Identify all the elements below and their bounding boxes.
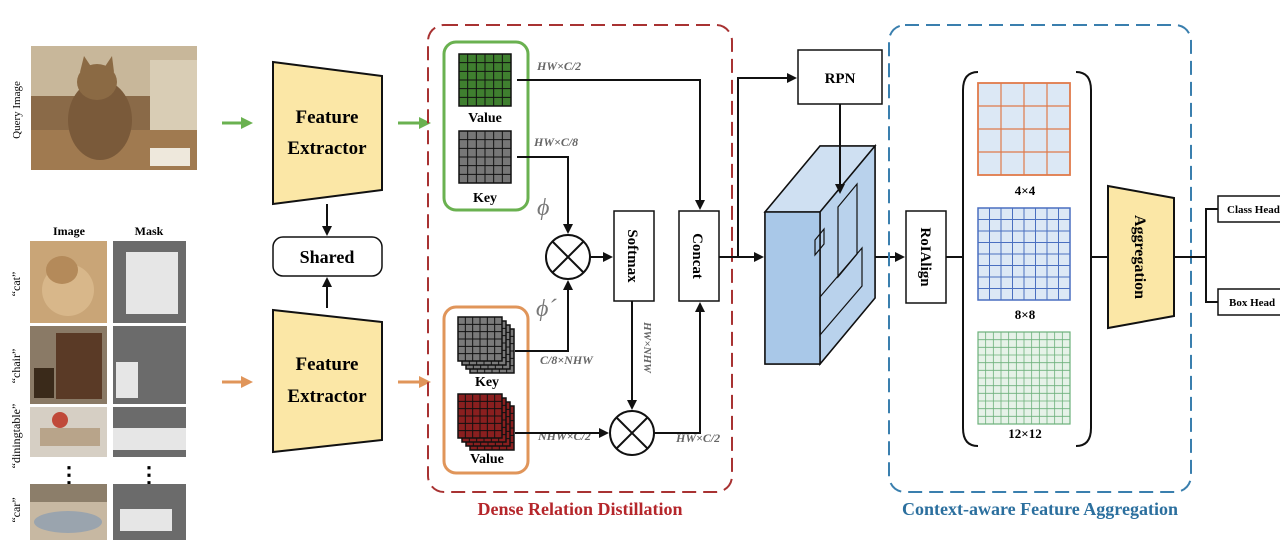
concat-label: Concat [689, 233, 705, 279]
roi-region-3 [814, 227, 825, 257]
multiply-node-bottom [609, 410, 655, 456]
grid-bracket-left [962, 71, 979, 447]
column-mask-header: Mask [135, 224, 164, 238]
support-label-car: “car” [9, 497, 23, 522]
dense-relation-distillation: Dense Relation Distillation Value Key Ke… [427, 24, 733, 519]
grid-12x12-label: 12×12 [1008, 426, 1041, 441]
concat-box: Concat [678, 210, 720, 302]
class-head-box: Class Head [1217, 195, 1280, 223]
support-mask-chair [113, 326, 186, 404]
support-kv-frame [442, 305, 530, 475]
cfa-frame [888, 24, 1192, 493]
softmax-label: Softmax [624, 229, 640, 283]
query-kv-frame [442, 40, 530, 212]
support-mask-car [113, 484, 186, 540]
support-image-diningtable [30, 407, 107, 457]
feature-extractor-bottom: Feature Extractor [272, 308, 383, 454]
ellipsis-mask-column: ⋮ [138, 462, 160, 487]
support-label-chair: “chair” [9, 349, 23, 384]
conn-key-s-to-mult [515, 280, 573, 352]
feature-extractor-top: Feature Extractor [272, 60, 383, 206]
phi-symbol: ϕ [537, 195, 549, 221]
support-value-grid [457, 393, 515, 451]
support-image-car [30, 484, 107, 540]
query-key-label: Key [473, 191, 497, 206]
support-label-diningtable: “diningtable” [9, 404, 23, 469]
conn-concat-to-rpn [719, 73, 797, 258]
ellipsis-image-column: ⋮ [58, 462, 80, 487]
multiply-node-top [545, 234, 591, 280]
support-mask-cat [113, 241, 186, 323]
conn-key-q-to-mult [517, 156, 573, 234]
shared-box: Shared [272, 236, 383, 277]
support-image-cat [30, 241, 107, 323]
conn-value-q-to-concat [517, 79, 705, 210]
dim-output: HW×C/2 [675, 431, 720, 445]
support-mask-diningtable [113, 407, 186, 457]
dim-softmax-out: HW×NHW [641, 321, 653, 374]
query-value-label: Value [468, 111, 502, 126]
support-key-grid [457, 316, 515, 374]
grid-bracket-right [1075, 71, 1092, 447]
context-aware-feature-aggregation: Context-aware Feature Aggregation RoIAli… [888, 24, 1192, 519]
query-value-grid [458, 53, 512, 107]
roialign-label: RoIAlign [917, 227, 933, 287]
support-value-label: Value [470, 452, 504, 467]
shared-label: Shared [300, 247, 355, 267]
query-image-label: Query Image [11, 81, 23, 139]
dim-value-support: NHW×C/2 [537, 429, 591, 443]
conn-to-heads [1205, 208, 1218, 303]
feature-extractor-bottom-line1: Feature [296, 354, 359, 375]
dim-key-query: HW×C/8 [533, 135, 578, 149]
query-image-cat [31, 46, 197, 170]
dim-value-query: HW×C/2 [536, 59, 581, 73]
support-set: Image Mask “cat” “chair” “diningtable” [9, 224, 186, 540]
pooling-grid-12x12 [977, 331, 1071, 425]
pooling-grid-8x8 [977, 207, 1071, 301]
drd-frame [427, 24, 733, 493]
drd-title: Dense Relation Distillation [478, 499, 683, 519]
rpn-label: RPN [825, 71, 856, 87]
softmax-box: Softmax [613, 210, 655, 302]
aggregation-block: Aggregation [1107, 184, 1175, 330]
roi-region-2 [819, 246, 863, 337]
phi-prime-symbol: ϕ´ [536, 296, 557, 322]
support-label-cat: “cat” [9, 272, 23, 297]
support-key-label: Key [475, 375, 499, 390]
pooling-grid-4x4 [977, 82, 1071, 176]
support-image-chair [30, 326, 107, 404]
dim-key-support: C/8×NHW [540, 353, 594, 367]
rpn-box: RPN [797, 49, 883, 105]
feature-extractor-top-line1: Feature [296, 107, 359, 128]
box-head-box: Box Head [1217, 288, 1280, 316]
roialign-box: RoIAlign [905, 210, 947, 304]
query-image-group: Query Image [11, 46, 197, 170]
class-head-label: Class Head [1227, 204, 1280, 216]
feature-extractor-bottom-line2: Extractor [287, 386, 367, 407]
feature-extractor-top-line2: Extractor [287, 138, 367, 159]
conn-mult-to-concat [654, 302, 705, 434]
column-image-header: Image [53, 224, 86, 238]
aggregation-label: Aggregation [1131, 215, 1148, 299]
grid-4x4-label: 4×4 [1015, 183, 1036, 198]
box-head-label: Box Head [1229, 297, 1275, 309]
query-key-grid [458, 130, 512, 184]
grid-8x8-label: 8×8 [1015, 307, 1036, 322]
cfa-title: Context-aware Feature Aggregation [902, 499, 1178, 519]
feature-map-volume [763, 143, 877, 367]
